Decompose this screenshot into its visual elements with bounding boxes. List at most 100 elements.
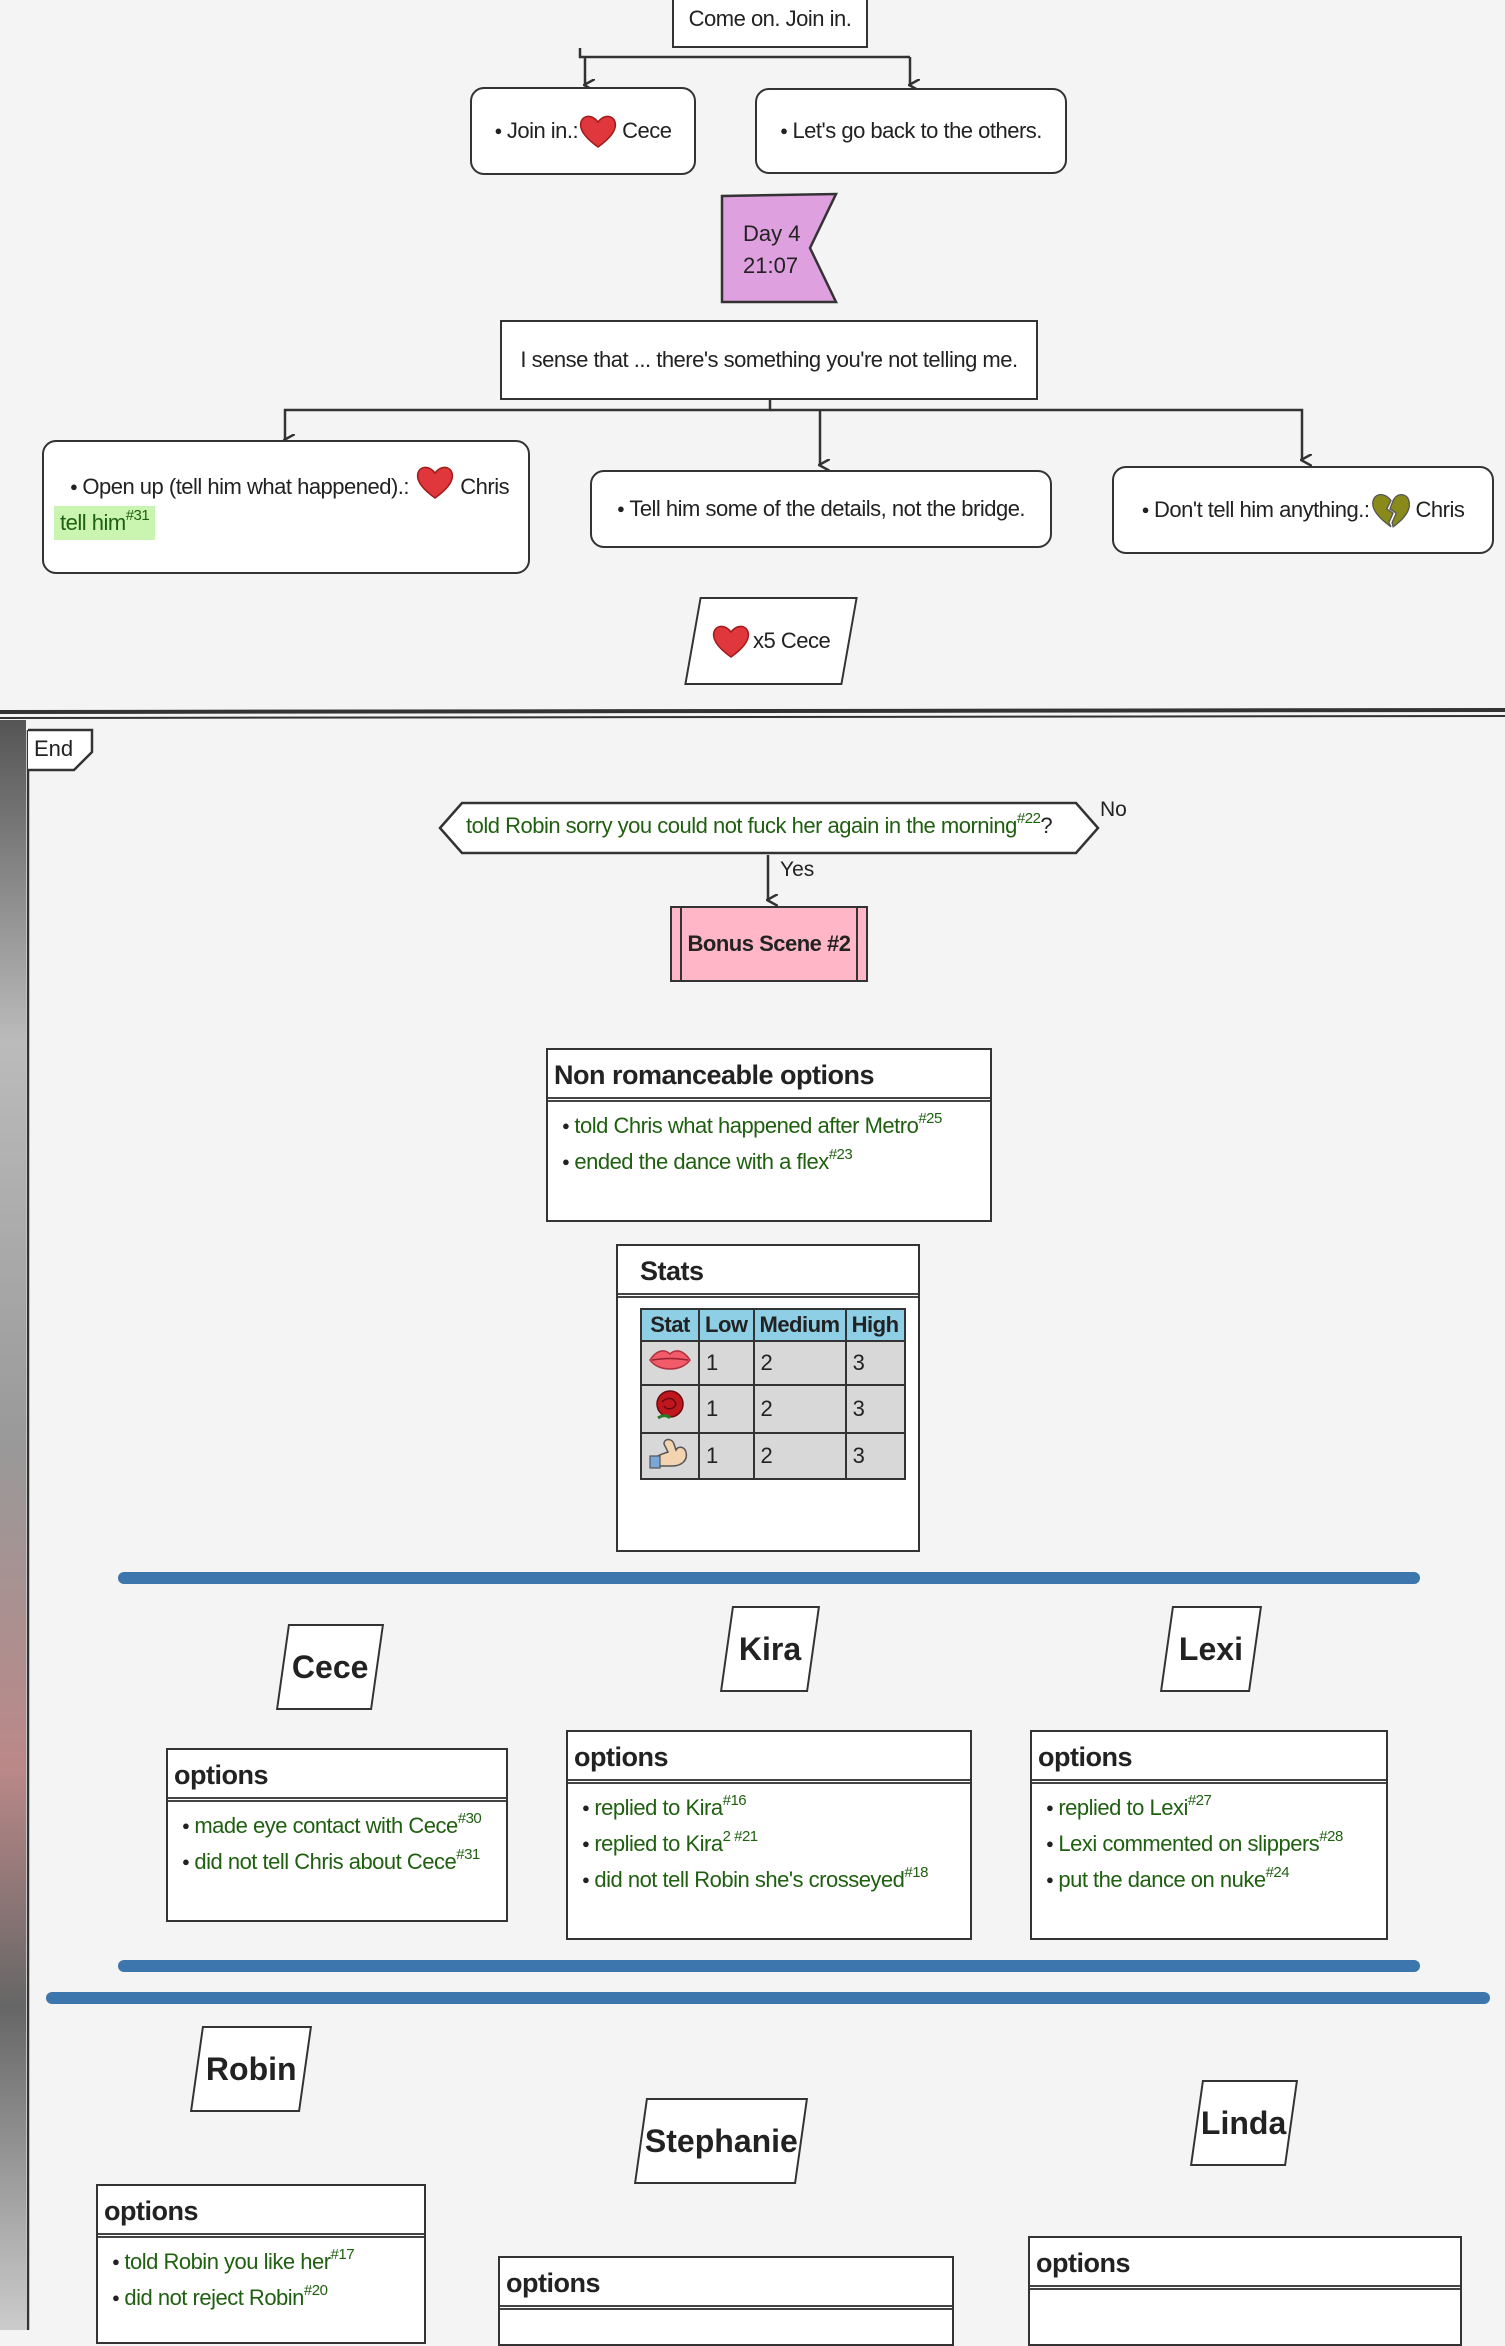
list-item: replied to Kira#16: [582, 1790, 970, 1826]
list-item: did not tell Robin she's crosseyed#18: [582, 1862, 970, 1898]
table-cell: 2: [752, 1432, 847, 1480]
some-details-text: Tell him some of the details, not the br…: [617, 496, 1025, 522]
stats-header-row: Stat Low Medium High: [640, 1308, 906, 1342]
dont-tell-choice[interactable]: Don't tell him anything.: Chris: [1112, 466, 1494, 554]
options-card-kira: options replied to Kira#16 replied to Ki…: [566, 1730, 972, 1940]
table-cell: 3: [844, 1432, 906, 1480]
go-back-choice[interactable]: Let's go back to the others.: [755, 88, 1067, 174]
options-header: options: [168, 1750, 506, 1802]
column-header: Low: [698, 1308, 755, 1342]
background-photo-strip: [0, 720, 26, 2330]
list-item: replied to Lexi#27: [1046, 1790, 1386, 1826]
heart-icon: [416, 466, 453, 499]
broken-heart-icon: [1371, 494, 1410, 528]
character-title-robin: Robin: [189, 2026, 313, 2112]
table-cell: 1: [698, 1384, 755, 1434]
stats-table: Stat Low Medium High 1 2 3 1 2 3 1: [640, 1308, 906, 1480]
day-flag: Day 4 21:07: [743, 218, 800, 282]
tell-him-text: tell him: [60, 510, 126, 535]
dont-tell-label: Don't tell him anything.:: [1142, 497, 1370, 523]
table-cell: 2: [752, 1340, 847, 1386]
rose-icon: [640, 1384, 700, 1434]
condition-node[interactable]: told Robin sorry you could not fuck her …: [466, 810, 1053, 839]
options-header: options: [1032, 1732, 1386, 1784]
column-header: Medium: [752, 1308, 847, 1342]
list-item: did not tell Chris about Cece#31: [182, 1844, 506, 1880]
options-header: options: [500, 2258, 952, 2310]
list-item: ended the dance with a flex#23: [562, 1144, 990, 1180]
table-cell: 1: [698, 1432, 755, 1480]
non-romanceable-list: told Chris what happened after Metro#25 …: [548, 1102, 990, 1180]
open-up-target: Chris: [460, 474, 510, 499]
options-header: options: [98, 2186, 424, 2238]
tell-him-highlight: tell him#31: [54, 506, 156, 540]
options-header: options: [1030, 2238, 1460, 2290]
table-cell: 1: [698, 1340, 755, 1386]
non-romanceable-card: Non romanceable options told Chris what …: [546, 1048, 992, 1222]
stats-header: Stats: [618, 1246, 918, 1298]
yes-label: Yes: [780, 858, 815, 881]
heart-icon: [713, 625, 750, 658]
lips-icon: [640, 1340, 700, 1386]
join-in-label: Join in.:: [494, 118, 579, 144]
condition-ref: #22: [1016, 810, 1041, 827]
open-up-choice[interactable]: Open up (tell him what happened).: Chris…: [42, 440, 530, 574]
some-details-choice[interactable]: Tell him some of the details, not the br…: [590, 470, 1052, 548]
character-title-cece: Cece: [275, 1624, 385, 1710]
section-divider: [118, 1960, 1420, 1972]
table-row: 1 2 3: [640, 1384, 906, 1434]
condition-suffix: ?: [1040, 813, 1053, 838]
list-item: replied to Kira2 #21: [582, 1826, 970, 1862]
sense-node: I sense that ... there's something you'r…: [500, 320, 1038, 400]
options-card-cece: options made eye contact with Cece#30 di…: [166, 1748, 508, 1922]
table-cell: 3: [844, 1384, 906, 1434]
cece-bonus-text: x5 Cece: [753, 628, 831, 653]
condition-hexagon-shape: [438, 801, 1100, 855]
options-card-stephanie: options: [498, 2256, 954, 2346]
dont-tell-target: Chris: [1415, 497, 1465, 522]
cece-bonus-card: x5 Cece: [684, 597, 858, 685]
table-row: 1 2 3: [640, 1432, 906, 1480]
day-flag-shape: [720, 192, 839, 304]
list-item: made eye contact with Cece#30: [182, 1808, 506, 1844]
go-back-text: Let's go back to the others.: [780, 118, 1042, 144]
end-tag: End: [34, 736, 74, 761]
no-label: No: [1100, 798, 1127, 821]
bonus-scene-text: Bonus Scene #2: [687, 931, 851, 956]
options-card-robin: options told Robin you like her#17 did n…: [96, 2184, 426, 2344]
bonus-scene-node[interactable]: Bonus Scene #2: [670, 906, 868, 982]
list-item: told Chris what happened after Metro#25: [562, 1108, 990, 1144]
list-item: Lexi commented on slippers#28: [1046, 1826, 1386, 1862]
list-item: did not reject Robin#20: [112, 2280, 424, 2316]
bonus-scene-bar-right: [856, 908, 858, 980]
table-cell: 3: [844, 1340, 906, 1386]
sense-text: I sense that ... there's something you'r…: [520, 347, 1018, 372]
end-tag-shape: [28, 728, 94, 772]
character-title-lexi: Lexi: [1159, 1606, 1263, 1692]
options-header: options: [568, 1732, 970, 1784]
list-item: put the dance on nuke#24: [1046, 1862, 1386, 1898]
non-romanceable-header: Non romanceable options: [548, 1050, 990, 1102]
flexed-arm-icon: [640, 1432, 700, 1480]
day-label: Day 4: [743, 221, 801, 246]
come-on-text: Come on. Join in.: [688, 6, 852, 31]
come-on-node: Come on. Join in.: [672, 0, 868, 48]
table-row: 1 2 3: [640, 1340, 906, 1386]
section-divider: [118, 1572, 1420, 1584]
join-in-choice[interactable]: Join in.: Cece: [470, 87, 696, 175]
join-in-target: Cece: [622, 118, 672, 143]
section-divider: [46, 1992, 1490, 2004]
bonus-scene-bar-left: [680, 908, 682, 980]
open-up-label: Open up (tell him what happened).:: [70, 474, 410, 499]
table-cell: 2: [752, 1384, 847, 1434]
day-time: 21:07: [743, 253, 799, 278]
list-item: told Robin you like her#17: [112, 2244, 424, 2280]
heart-icon: [579, 115, 617, 148]
character-title-stephanie: Stephanie: [633, 2098, 809, 2184]
condition-text: told Robin sorry you could not fuck her …: [466, 813, 1017, 838]
stats-card: Stats Stat Low Medium High 1 2 3 1 2 3: [616, 1244, 920, 1552]
character-title-kira: Kira: [719, 1606, 821, 1692]
column-header: High: [844, 1308, 906, 1342]
column-header: Stat: [640, 1308, 700, 1342]
